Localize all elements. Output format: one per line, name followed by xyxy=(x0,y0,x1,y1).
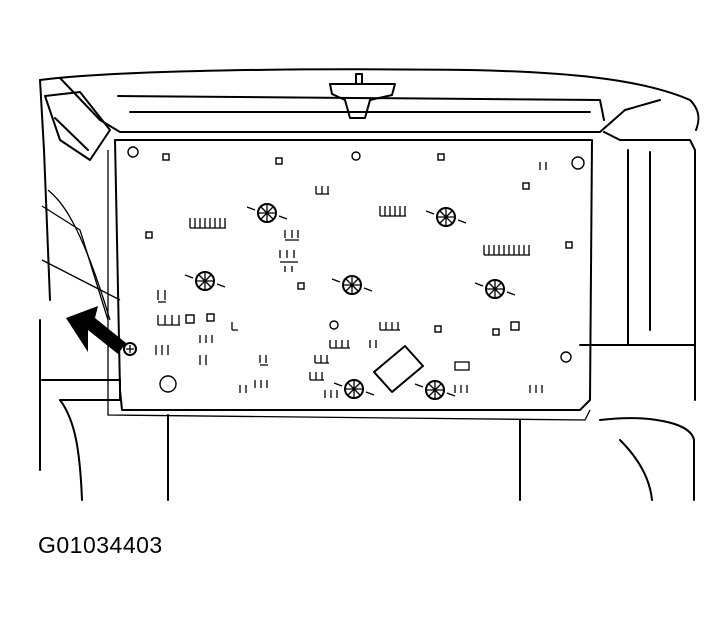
dashboard-outline xyxy=(39,68,700,501)
top-retainer-clip xyxy=(329,73,396,119)
bulb-socket-icon xyxy=(474,279,516,299)
bulb-sockets xyxy=(184,203,516,400)
bulb-socket-icon xyxy=(414,380,456,400)
bulb-socket-icon xyxy=(331,275,373,295)
pointer-arrow-icon xyxy=(66,306,126,354)
bulb-socket-icon xyxy=(184,271,226,291)
cluster-circuit-board xyxy=(107,139,593,421)
bulb-socket-icon xyxy=(246,203,288,223)
bulb-socket-icon xyxy=(425,207,467,227)
figure-id-label: G01034403 xyxy=(38,532,163,558)
bulb-socket-icon xyxy=(333,379,375,399)
mounting-screw-icon xyxy=(123,342,137,356)
